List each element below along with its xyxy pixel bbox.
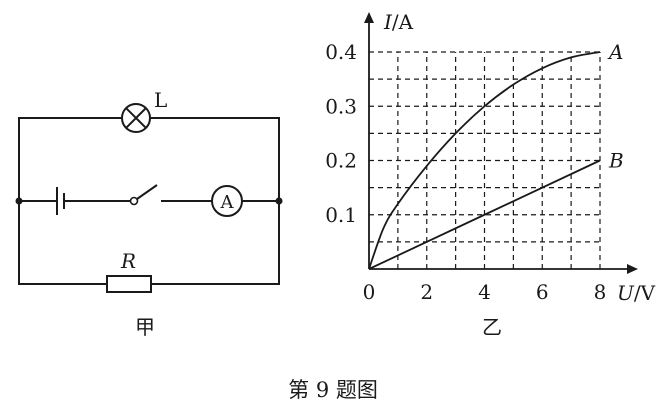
series-label-a: A	[607, 40, 623, 64]
y-tick-label: 0.3	[325, 94, 357, 118]
x-axis-unit: /V	[634, 281, 656, 305]
circuit-caption: 甲	[135, 315, 155, 339]
bottom-wire-right	[151, 201, 280, 285]
series-lines: AB	[368, 40, 624, 270]
x-axis-arrow	[627, 264, 638, 274]
y-tick-label: 0.2	[325, 149, 357, 173]
top-wire-right	[150, 117, 280, 201]
x-tick-label: 0	[363, 280, 376, 304]
axes	[364, 12, 638, 274]
battery-symbol	[56, 187, 65, 215]
junction-dot-right	[275, 197, 283, 205]
y-tick-label: 0.1	[325, 203, 357, 227]
resistor-symbol	[106, 275, 152, 293]
x-tick-label: 8	[594, 280, 607, 304]
chart-caption: 乙	[482, 315, 502, 339]
y-axis-var: I	[383, 10, 393, 34]
junction-dot-left	[15, 197, 23, 205]
y-axis-unit: /A	[392, 10, 414, 34]
y-axis-title: I/A	[383, 10, 414, 34]
bottom-wire-left	[18, 201, 107, 285]
top-wire-left	[18, 117, 122, 201]
x-tick-label: 6	[536, 280, 549, 304]
resistor-label: R	[120, 249, 136, 273]
x-tick-label: 2	[420, 280, 433, 304]
figure-caption: 第 9 题图	[288, 378, 378, 402]
lamp-label: L	[154, 88, 167, 112]
series-line-b	[368, 159, 601, 270]
series-label-b: B	[608, 149, 624, 173]
circuit-diagram: L R A 甲	[15, 88, 283, 339]
tick-labels: 0 2 4 6 8 0.1 0.2 0.3 0.4	[325, 40, 606, 304]
series-line-a	[368, 51, 601, 270]
lamp-symbol	[121, 103, 151, 133]
ammeter-label: A	[220, 192, 235, 213]
x-axis-title: U/V	[617, 281, 656, 305]
switch-symbol	[129, 184, 158, 206]
y-tick-label: 0.4	[325, 40, 357, 64]
x-axis-var: U	[617, 281, 635, 305]
y-axis-arrow	[364, 12, 374, 23]
x-tick-label: 4	[478, 280, 491, 304]
grid-lines	[369, 51, 601, 269]
